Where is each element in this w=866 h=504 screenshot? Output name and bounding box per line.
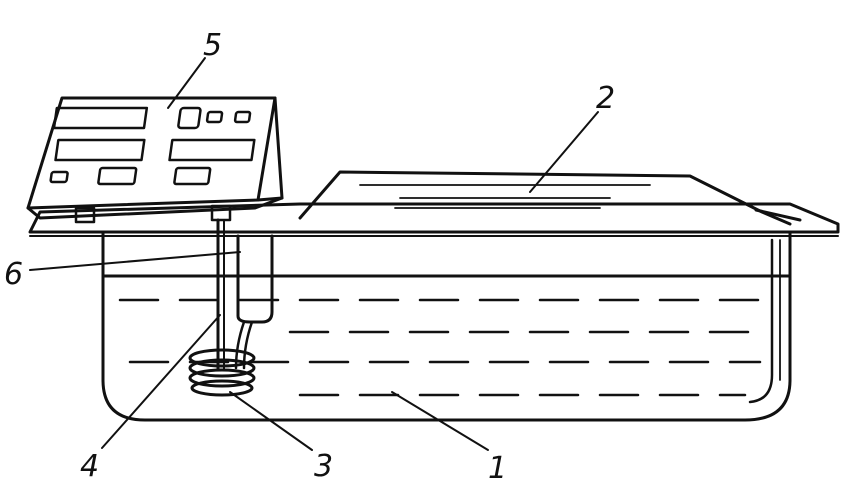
liquid xyxy=(101,274,792,397)
stirrer-tube xyxy=(234,234,274,370)
leader-4 xyxy=(101,314,221,449)
bath-tank xyxy=(101,230,792,422)
label-lid: 2 xyxy=(596,81,615,116)
lid xyxy=(298,170,802,226)
label-control-unit: 5 xyxy=(203,28,222,63)
sensor-rod xyxy=(216,218,225,372)
label-heater-coil: 3 xyxy=(314,449,333,484)
label-sensor-rod: 4 xyxy=(80,449,99,484)
leader-5 xyxy=(167,57,206,109)
leader-6 xyxy=(29,251,241,271)
label-bath: 1 xyxy=(488,451,507,486)
leader-2 xyxy=(529,111,599,193)
control-unit xyxy=(26,96,284,224)
leader-1 xyxy=(391,391,489,451)
label-stirrer-tube: 6 xyxy=(4,257,23,292)
heater-coil xyxy=(188,348,256,397)
leader-3 xyxy=(229,391,313,451)
tank-rim xyxy=(28,202,840,237)
leader-lines xyxy=(29,57,599,451)
